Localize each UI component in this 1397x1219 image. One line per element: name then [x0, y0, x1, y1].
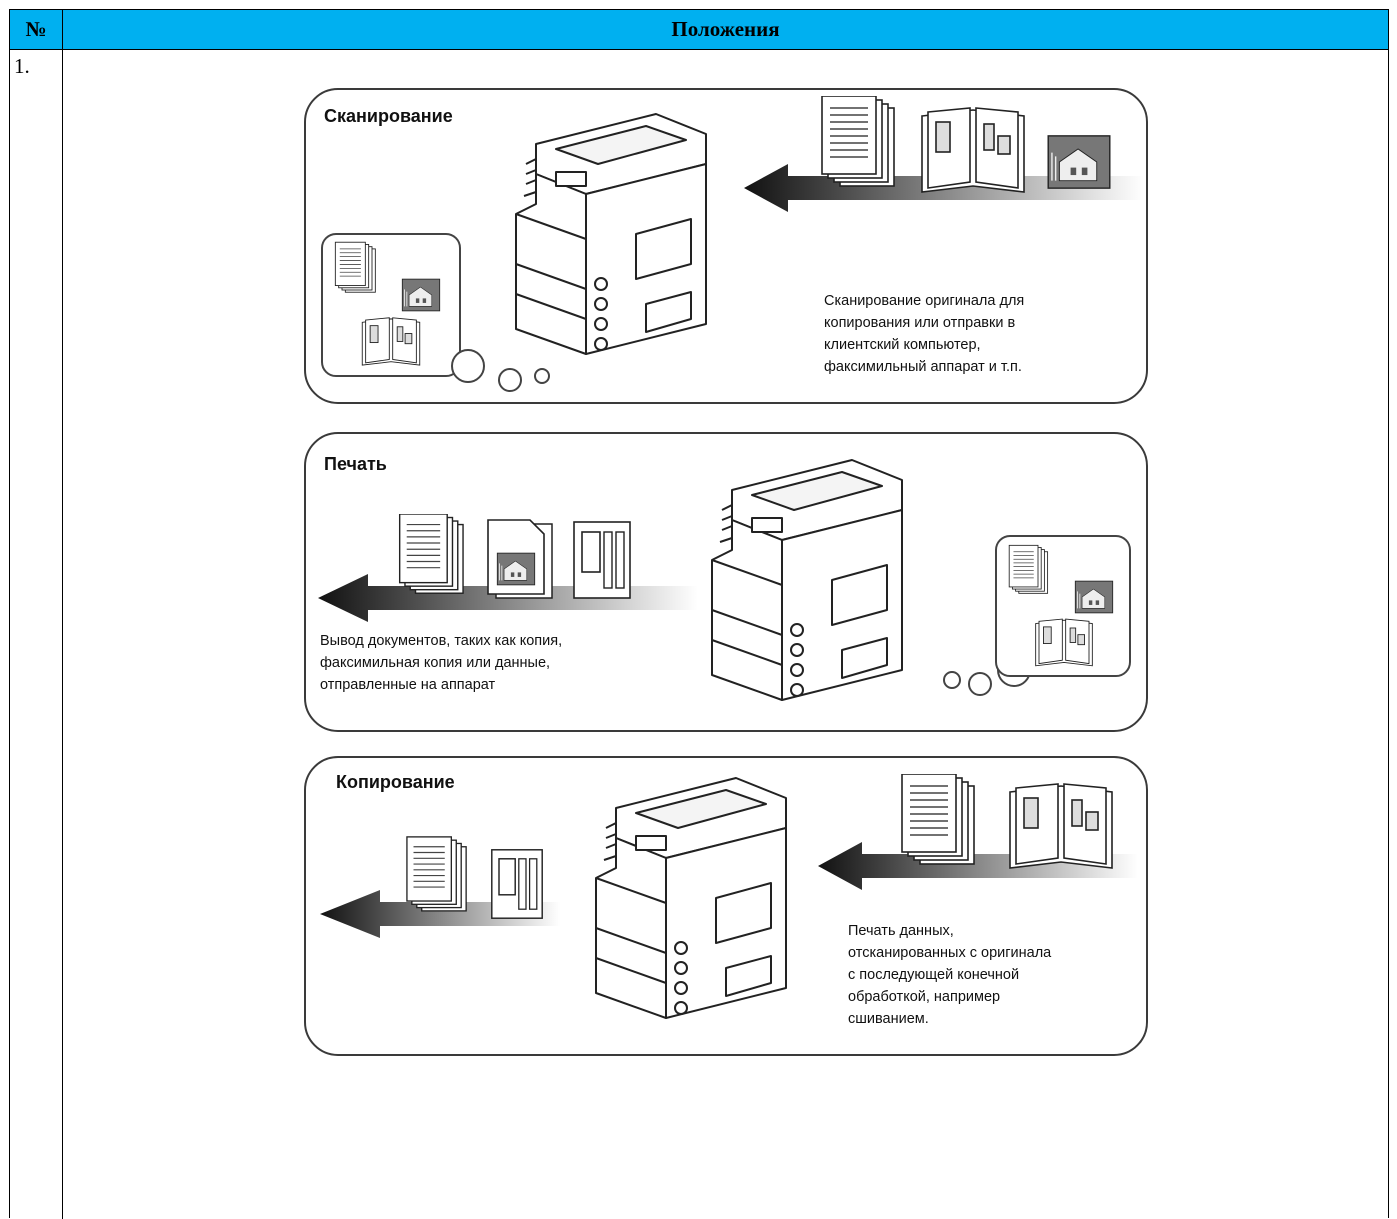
positions-table: № Положения 1.	[9, 9, 1389, 1219]
column-divider	[62, 50, 63, 1219]
copier-icon	[515, 113, 707, 355]
panel-title: Сканирование	[324, 106, 453, 126]
poster-icon	[491, 849, 543, 919]
copier-icon	[711, 459, 903, 701]
panel-title: Копирование	[336, 772, 455, 792]
document-stack-icon	[821, 96, 895, 187]
header-number-cell: №	[10, 10, 63, 49]
document-stack-icon	[901, 774, 975, 865]
row-number: 1.	[14, 54, 30, 78]
printing-panel: Печать Вывод документов, таких как копия…	[304, 432, 1148, 732]
copying-panel: Копирование Печать данных, отсканированн…	[304, 756, 1148, 1056]
document-stack-icon	[406, 836, 467, 912]
open-book-icon	[921, 107, 1025, 193]
thought-bubble-icon	[943, 535, 1131, 696]
panel-title: Печать	[324, 454, 387, 474]
photo-pages-icon	[487, 519, 553, 599]
panel-description: Вывод документов, таких как копия, факси…	[320, 633, 563, 693]
panel-description: Сканирование оригинала для копирования и…	[824, 293, 1025, 375]
thought-bubble-icon	[321, 233, 550, 392]
panel-description: Печать данных, отсканированных с оригина…	[848, 923, 1052, 1027]
photo-icon	[1047, 135, 1111, 189]
open-book-icon	[1009, 783, 1113, 869]
table-header: № Положения	[10, 10, 1388, 50]
header-title-cell: Положения	[671, 17, 780, 41]
poster-icon	[573, 521, 631, 599]
document-stack-icon	[398, 514, 464, 594]
copier-icon	[595, 777, 787, 1019]
scanning-panel: Сканирование Сканирование оригинала для …	[304, 88, 1148, 404]
